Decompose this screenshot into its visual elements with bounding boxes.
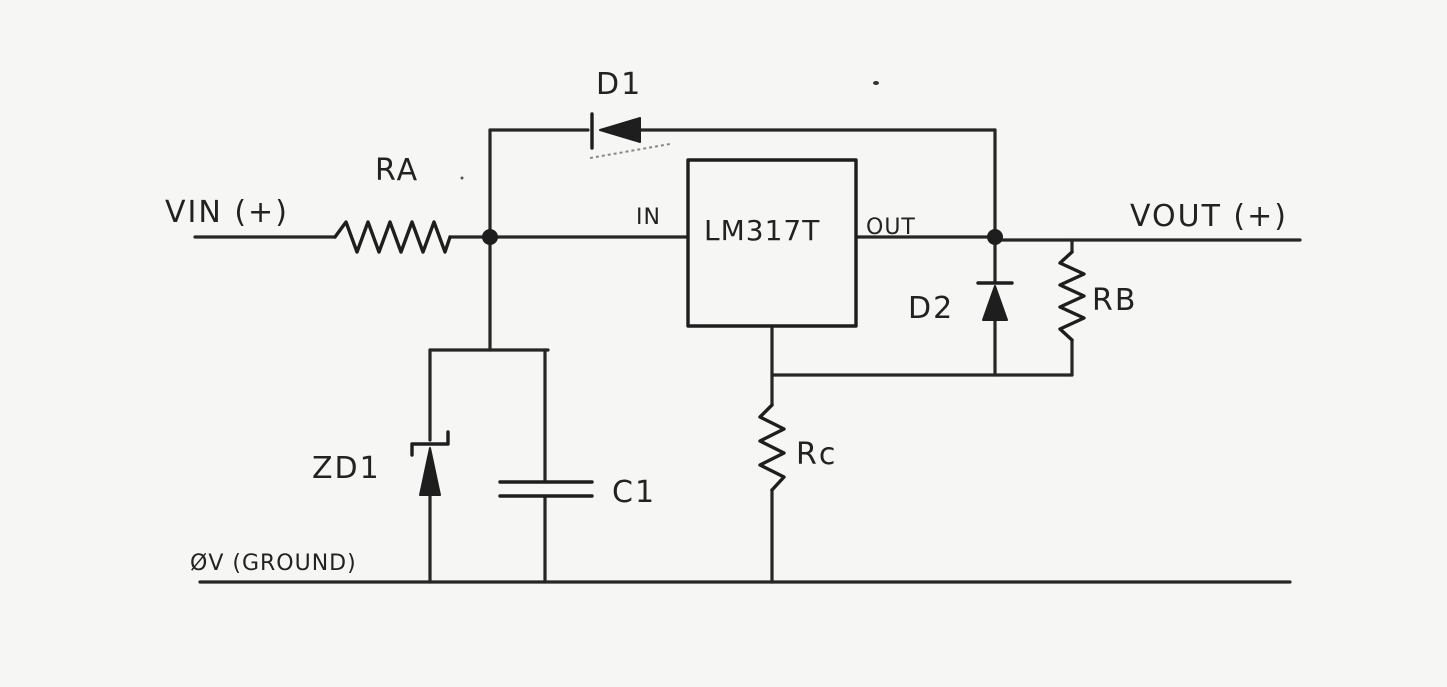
label-vout: VOUT (+) [1130,199,1288,234]
label-d1: D1 [596,67,642,102]
d2-triangle [982,285,1008,321]
input-junction-dot [482,229,498,245]
label-ic-in: IN [636,205,661,230]
ink-dot [873,81,879,85]
label-ic-name: LM317T [704,214,820,247]
lm317t-regulator [686,158,858,328]
label-ra: RA [375,153,419,188]
diode-d1 [590,112,641,150]
resistor-ra [333,220,452,254]
d1-triangle [599,117,641,143]
zener-zd1 [410,430,450,496]
label-rb: RB [1092,283,1137,318]
labels: VIN (+) RA D1 IN LM317T OUT VOUT (+) D2 … [165,67,1288,576]
diode-d2 [976,281,1014,321]
label-d2: D2 [908,291,954,326]
label-vin: VIN (+) [165,195,289,230]
zd1-triangle [419,447,441,496]
ic-body [686,158,858,328]
ink-dot-small [460,176,464,180]
d1-smudge [589,143,671,159]
label-c1: C1 [612,475,656,510]
capacitor-c1 [498,480,594,498]
label-rc: Rc [796,437,837,472]
label-zd1: ZD1 [312,451,381,486]
label-ground: ØV (GROUND) [190,551,357,576]
wires [193,128,1302,584]
stray-marks [460,81,879,180]
resistor-rb [1058,250,1086,342]
resistor-rc [758,403,786,492]
output-junction-dot [987,229,1003,245]
label-ic-out: OUT [866,215,916,240]
zd1-bar [410,430,450,457]
